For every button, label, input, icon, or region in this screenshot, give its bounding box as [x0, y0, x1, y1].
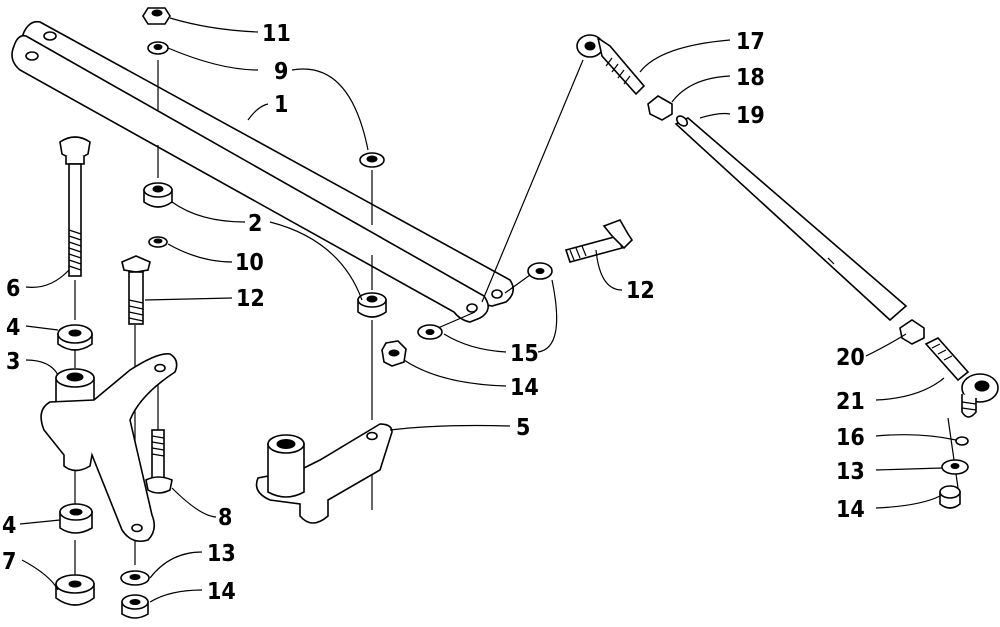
callout-leaders [19, 17, 957, 603]
callout-14-right: 14 [836, 497, 865, 523]
callout-3: 3 [6, 349, 20, 375]
callout-8: 8 [218, 505, 232, 531]
nut-4-lower [59, 503, 93, 534]
callout-15: 15 [510, 341, 539, 367]
washer-15-left [417, 324, 443, 340]
callout-18: 18 [736, 65, 765, 91]
callout-19: 19 [736, 103, 765, 129]
callout-14-left: 14 [207, 579, 236, 605]
callout-4-upper: 4 [6, 315, 20, 341]
washer-10 [148, 236, 168, 248]
tube-19 [674, 115, 908, 322]
callout-2: 2 [248, 211, 262, 237]
washer-16 [955, 436, 969, 446]
washer-15-right [527, 262, 553, 280]
jam-nut-20 [899, 319, 925, 345]
nut-14-left [121, 594, 149, 619]
callout-14-center: 14 [510, 375, 539, 401]
bushing-2-left [143, 182, 173, 208]
stud-8 [145, 429, 173, 494]
callout-labels: 11 9 1 2 10 12 6 4 3 8 4 7 13 14 5 15 14… [2, 21, 865, 605]
callout-13-right: 13 [836, 459, 865, 485]
washer-13-left [120, 570, 150, 586]
washer-13-right [941, 459, 969, 475]
callout-10: 10 [235, 250, 264, 276]
washer-9-right [359, 152, 385, 168]
rod-end-21 [924, 337, 999, 418]
bolt-6 [59, 136, 91, 277]
callout-4-lower: 4 [2, 513, 16, 539]
callout-9: 9 [274, 59, 288, 85]
rod-end-17 [576, 34, 646, 96]
callout-6: 6 [6, 276, 20, 302]
callout-11: 11 [262, 21, 291, 47]
bolt-12-left [121, 255, 151, 325]
jam-nut-18 [647, 95, 673, 121]
nut-7 [55, 574, 95, 606]
bracket-left [40, 353, 178, 543]
callout-5: 5 [516, 415, 530, 441]
washer-4-upper [57, 324, 93, 351]
washer-9-top [147, 41, 169, 55]
steering-arm-part [11, 20, 514, 323]
pivot-arm-5 [255, 423, 393, 524]
callout-7: 7 [2, 549, 16, 575]
callout-17: 17 [736, 29, 765, 55]
bushing-2-right [357, 292, 387, 318]
nut-14-center [381, 340, 407, 367]
callout-13-left: 13 [207, 541, 236, 567]
callout-21: 21 [836, 389, 865, 415]
nut-11 [142, 7, 171, 25]
callout-1: 1 [274, 92, 288, 118]
callout-16: 16 [836, 425, 865, 451]
callout-20: 20 [836, 345, 865, 371]
bolt-12-right [564, 219, 634, 263]
nut-14-right [939, 485, 961, 509]
callout-12-left: 12 [236, 286, 265, 312]
callout-12-right: 12 [626, 278, 655, 304]
